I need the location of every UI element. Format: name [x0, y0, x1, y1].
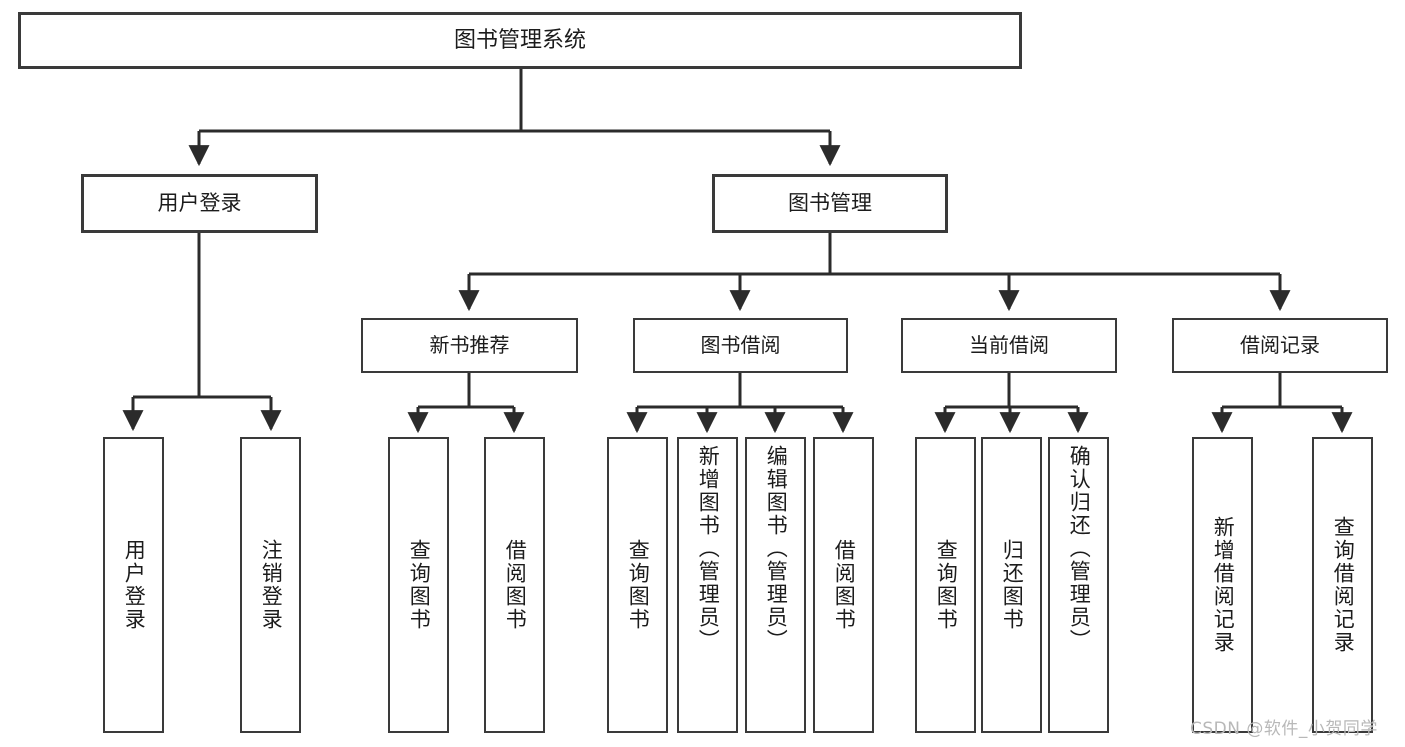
node-label: 用户登录: [157, 191, 242, 216]
node-label: 归还图书: [1000, 539, 1025, 631]
leaf-query-book-recommend[interactable]: 查询图书: [388, 437, 449, 733]
node-current-borrow[interactable]: 当前借阅: [901, 318, 1117, 373]
node-label: 编辑图书（管理员）: [764, 445, 789, 652]
node-label: 借阅图书: [503, 539, 528, 631]
leaf-logout[interactable]: 注销登录: [240, 437, 301, 733]
node-label: 图书管理系统: [453, 27, 586, 53]
node-label: 确认归还（管理员）: [1067, 445, 1092, 652]
node-root-system[interactable]: 图书管理系统: [18, 12, 1022, 69]
node-label: 当前借阅: [969, 332, 1049, 357]
node-label: 图书管理: [788, 191, 872, 216]
node-label: 用户登录: [122, 539, 147, 631]
leaf-edit-book-admin[interactable]: 编辑图书（管理员）: [745, 437, 806, 733]
leaf-query-book-current[interactable]: 查询图书: [915, 437, 976, 733]
node-borrow-record[interactable]: 借阅记录: [1172, 318, 1388, 373]
node-label: 新增借阅记录: [1211, 516, 1236, 654]
node-user-login[interactable]: 用户登录: [81, 174, 318, 233]
node-book-management[interactable]: 图书管理: [712, 174, 948, 233]
leaf-add-book-admin[interactable]: 新增图书（管理员）: [677, 437, 738, 733]
node-label: 借阅记录: [1240, 332, 1320, 357]
leaf-user-login[interactable]: 用户登录: [103, 437, 164, 733]
leaf-confirm-return-admin[interactable]: 确认归还（管理员）: [1048, 437, 1109, 733]
node-label: 借阅图书: [832, 539, 857, 631]
node-label: 查询图书: [407, 539, 432, 631]
leaf-add-borrow-record[interactable]: 新增借阅记录: [1192, 437, 1253, 733]
node-label: 图书借阅: [700, 332, 781, 357]
leaf-query-borrow-record[interactable]: 查询借阅记录: [1312, 437, 1373, 733]
leaf-borrow-book[interactable]: 借阅图书: [813, 437, 874, 733]
node-label: 注销登录: [259, 539, 284, 631]
node-label: 查询图书: [626, 539, 651, 631]
leaf-return-book[interactable]: 归还图书: [981, 437, 1042, 733]
node-label: 查询图书: [934, 539, 959, 631]
leaf-borrow-book-recommend[interactable]: 借阅图书: [484, 437, 545, 733]
node-label: 查询借阅记录: [1331, 516, 1356, 654]
node-book-borrow[interactable]: 图书借阅: [633, 318, 848, 373]
node-label: 新增图书（管理员）: [696, 445, 721, 652]
node-label: 新书推荐: [429, 332, 510, 357]
node-new-book-recommend[interactable]: 新书推荐: [361, 318, 578, 373]
leaf-query-book-borrow[interactable]: 查询图书: [607, 437, 668, 733]
